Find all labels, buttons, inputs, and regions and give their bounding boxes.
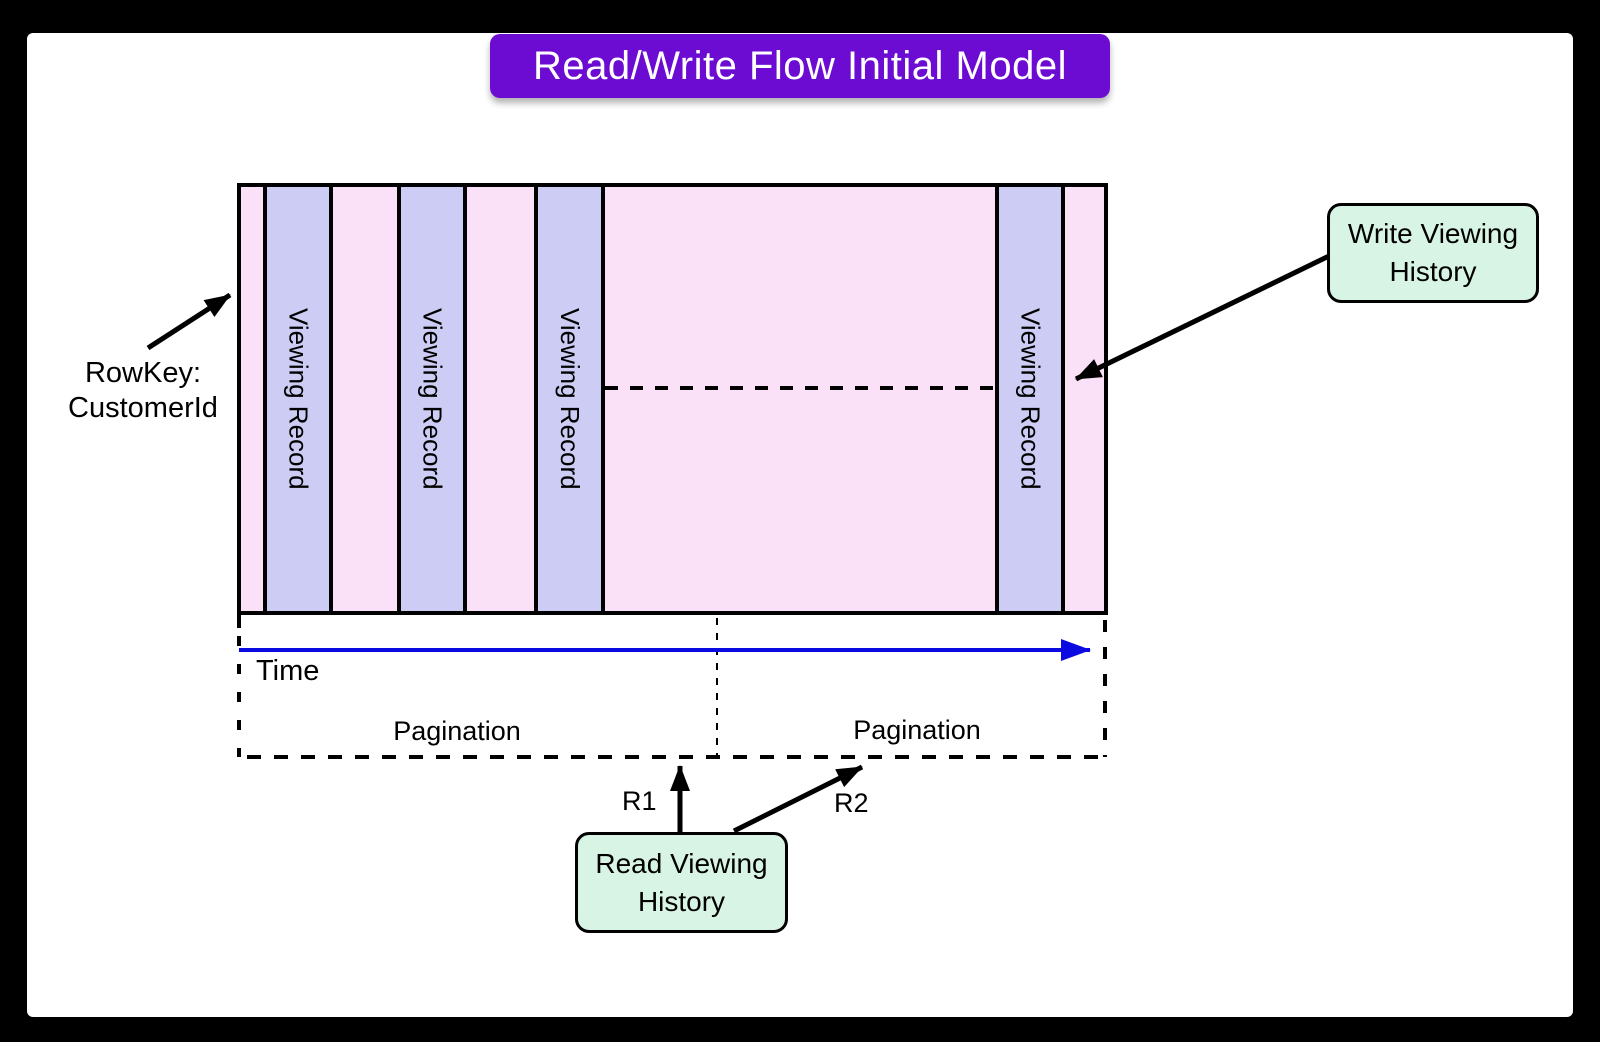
viewing-record-label: Viewing Record bbox=[417, 308, 448, 490]
row-gap-cell bbox=[467, 187, 534, 611]
viewing-record-cell: Viewing Record bbox=[401, 187, 463, 611]
viewing-record-cell: Viewing Record bbox=[538, 187, 601, 611]
title-banner: Read/Write Flow Initial Model bbox=[490, 34, 1110, 98]
viewing-record-label: Viewing Record bbox=[555, 308, 585, 490]
read-viewing-history-box: Read Viewing History bbox=[575, 832, 788, 933]
viewing-record-cell: Viewing Record bbox=[999, 187, 1061, 611]
viewing-history-row: Viewing Record Viewing Record Viewing Re… bbox=[237, 183, 1108, 615]
write-box-label: Write Viewing History bbox=[1347, 218, 1519, 287]
viewing-record-cell: Viewing Record bbox=[267, 187, 329, 611]
pagination-left-label: Pagination bbox=[393, 716, 521, 746]
page-title: Read/Write Flow Initial Model bbox=[533, 43, 1067, 88]
viewing-record-label: Viewing Record bbox=[283, 308, 314, 490]
row-padding-cell bbox=[241, 187, 263, 611]
row-padding-cell bbox=[1065, 187, 1104, 611]
rowkey-label: RowKey: CustomerId bbox=[68, 357, 218, 425]
write-viewing-history-box: Write Viewing History bbox=[1327, 203, 1539, 303]
read-box-label: Read Viewing History bbox=[595, 847, 768, 917]
row-gap-cell bbox=[333, 187, 397, 611]
pagination-right-label: Pagination bbox=[853, 715, 981, 745]
time-axis-label: Time bbox=[256, 655, 320, 687]
row-elided-region bbox=[605, 187, 995, 611]
r2-label: R2 bbox=[834, 788, 869, 818]
viewing-record-label: Viewing Record bbox=[1015, 308, 1046, 490]
r1-label: R1 bbox=[622, 786, 657, 816]
